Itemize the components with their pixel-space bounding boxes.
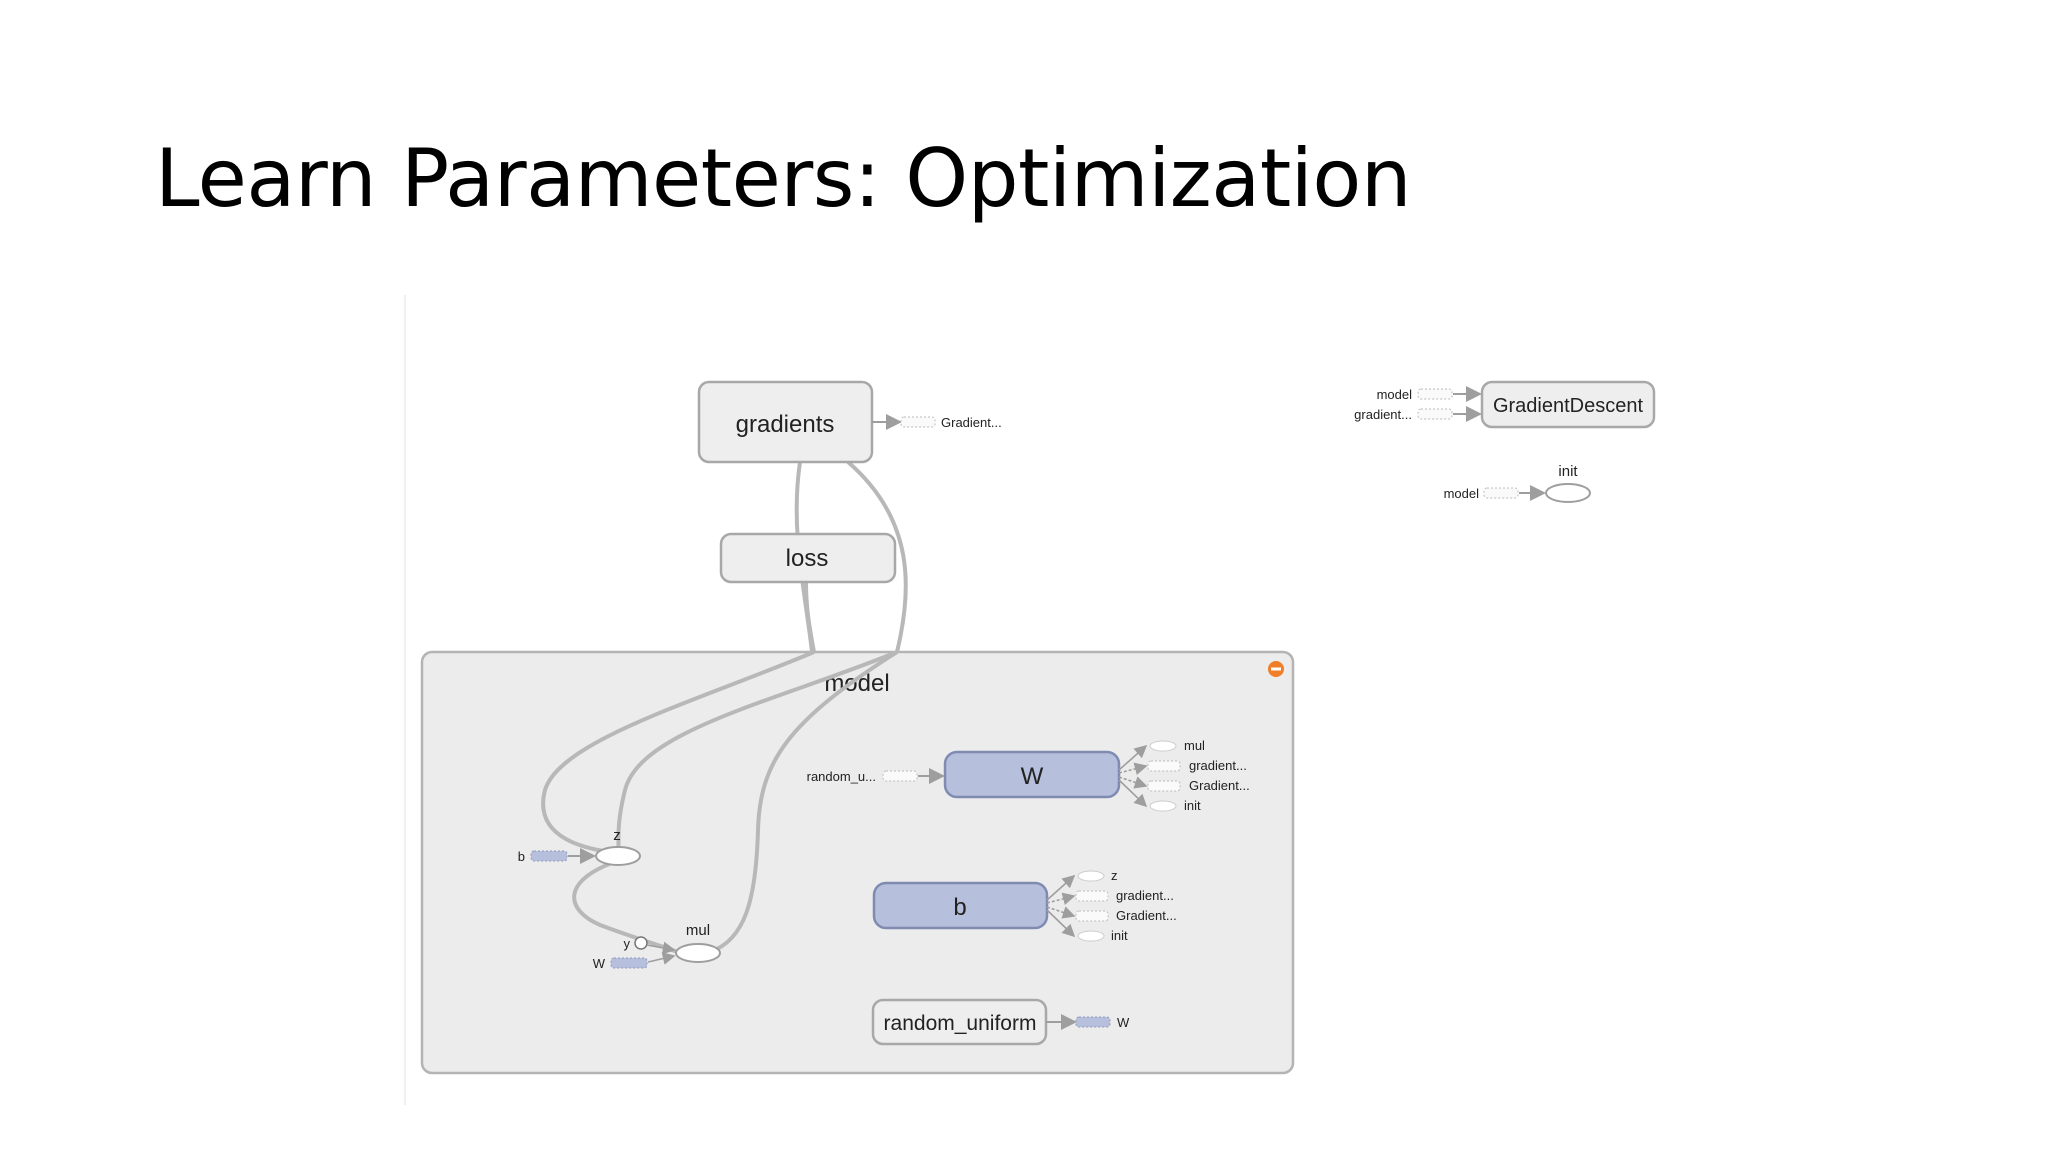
z-op-label: z: [613, 827, 621, 844]
svg-text:model: model: [1444, 486, 1480, 501]
mul-input-ports: y W: [593, 936, 676, 971]
b-variable-label: b: [953, 894, 966, 921]
mul-op-ellipse: [675, 943, 721, 963]
edge-gradients-model: [846, 460, 908, 653]
model-group-box[interactable]: [420, 650, 1295, 1075]
gradient-descent-node[interactable]: GradientDescent: [1480, 380, 1656, 429]
w-variable-box: [943, 750, 1121, 799]
gradient-descent-label: GradientDescent: [1493, 395, 1644, 417]
svg-text:init: init: [1184, 798, 1201, 813]
svg-text:Gradient...: Gradient...: [1116, 908, 1177, 923]
init-input-port: model: [1444, 485, 1546, 501]
slide-title: Learn Parameters: Optimization: [155, 132, 1412, 225]
w-variable-node[interactable]: W: [943, 750, 1121, 799]
svg-text:Gradient...: Gradient...: [941, 415, 1002, 430]
init-node[interactable]: init: [1545, 463, 1591, 503]
svg-text:mul: mul: [1184, 738, 1205, 753]
random-uniform-output-port: W: [1046, 1014, 1130, 1030]
b-variable-node[interactable]: b: [872, 881, 1049, 930]
w-input-port: random_u...: [807, 768, 945, 784]
gradient-descent-box: [1480, 380, 1656, 429]
edge-z-mul: [572, 858, 681, 955]
svg-text:model: model: [1377, 387, 1413, 402]
b-output-ports: z gradient... Gradient... init: [1046, 868, 1177, 943]
svg-text:W: W: [1117, 1015, 1130, 1030]
svg-text:z: z: [1111, 868, 1118, 883]
init-ellipse: [1545, 483, 1591, 503]
svg-text:y: y: [624, 936, 631, 951]
edge-loss-model: [804, 581, 816, 653]
edges: [541, 460, 908, 955]
svg-text:gradient...: gradient...: [1354, 407, 1412, 422]
collapse-icon-minus: [1271, 667, 1281, 671]
random-uniform-label: random_uniform: [884, 1012, 1037, 1035]
loss-node[interactable]: loss: [719, 532, 897, 584]
gradients-node[interactable]: gradients: [697, 380, 874, 464]
w-output-ports: mul gradient... Gradient... init: [1118, 738, 1250, 813]
z-op-ellipse: [595, 846, 641, 866]
gradients-output-port: Gradient...: [872, 414, 1002, 430]
loss-label: loss: [786, 545, 829, 572]
z-op-node[interactable]: z: [595, 827, 641, 866]
svg-text:gradient...: gradient...: [1116, 888, 1174, 903]
svg-text:gradient...: gradient...: [1189, 758, 1247, 773]
gradient-descent-input-ports: model gradient...: [1354, 386, 1482, 422]
random-uniform-node[interactable]: random_uniform: [871, 998, 1048, 1046]
svg-text:Gradient...: Gradient...: [1189, 778, 1250, 793]
mul-op-node[interactable]: mul: [675, 922, 721, 963]
init-label: init: [1558, 463, 1578, 480]
edge-model-mul: [709, 650, 899, 954]
w-variable-label: W: [1021, 763, 1044, 790]
loss-box: [719, 532, 897, 584]
svg-text:random_u...: random_u...: [807, 769, 876, 784]
svg-text:b: b: [518, 849, 525, 864]
edge-model-z-a: [541, 650, 815, 855]
b-variable-box: [872, 881, 1049, 930]
svg-text:init: init: [1111, 928, 1128, 943]
z-input-port: b: [518, 848, 596, 864]
gradients-label: gradients: [736, 411, 835, 438]
svg-text:W: W: [593, 956, 606, 971]
mul-op-label: mul: [686, 922, 710, 939]
model-group[interactable]: model: [420, 650, 1295, 1075]
edge-model-z-b: [616, 650, 898, 851]
